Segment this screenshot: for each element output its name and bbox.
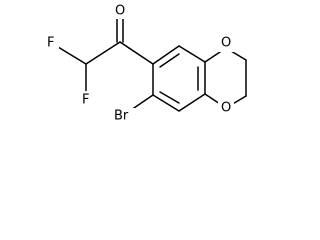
bond-c-br [130,94,154,111]
atom-fluorine-top: F [47,36,54,51]
atom-label-group: O F F O O Br [44,3,234,125]
bond-carbonyl-to-chf2 [85,41,121,65]
atom-fluorine-bottom: F [82,93,89,108]
atom-oxygen-carbonyl: O [115,4,125,19]
atom-bromine: Br [114,109,129,124]
bond-ring-4 [178,93,206,112]
atom-oxygen-ring-bottom: O [221,101,231,116]
bond-ring-inner-3 [159,91,180,104]
bond-group [57,15,247,112]
bond-ring-5 [152,94,180,112]
bond-carbonyl-to-ring [119,41,154,65]
bond-ring-2 [178,45,206,63]
chemical-structure-diagram: O F F O O Br [44,3,247,125]
bond-c-f-top [57,46,87,65]
atom-oxygen-ring-top: O [221,36,231,51]
bond-ring-inner-1 [159,53,180,68]
bond-ring-1 [152,45,180,65]
